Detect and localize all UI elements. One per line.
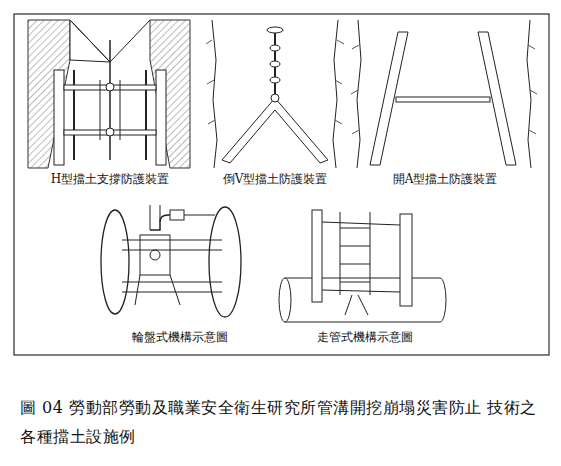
figure-label: 倒V型擋土防護裝置 [221, 172, 330, 186]
figure-label: 走管式機構示意圖 [315, 330, 415, 344]
frame-border [14, 14, 549, 355]
figure-caption: 圖 04 勞動部勞動及職業安全衛生研究所管溝開挖崩塌災害防止 技術之各種擋土設施… [20, 393, 540, 451]
inverted-v-device [206, 20, 344, 168]
figure-label: 開A型擋土防護裝置 [391, 172, 500, 186]
wheel-type-mechanism [101, 205, 241, 317]
figure-label: H型擋土支撐防護裝置 [49, 172, 171, 186]
h-type-device [28, 20, 190, 168]
figure-label: 輪盤式機構示意圖 [130, 330, 230, 344]
pipe-walking-mechanism [279, 210, 446, 322]
open-a-device [351, 20, 537, 168]
